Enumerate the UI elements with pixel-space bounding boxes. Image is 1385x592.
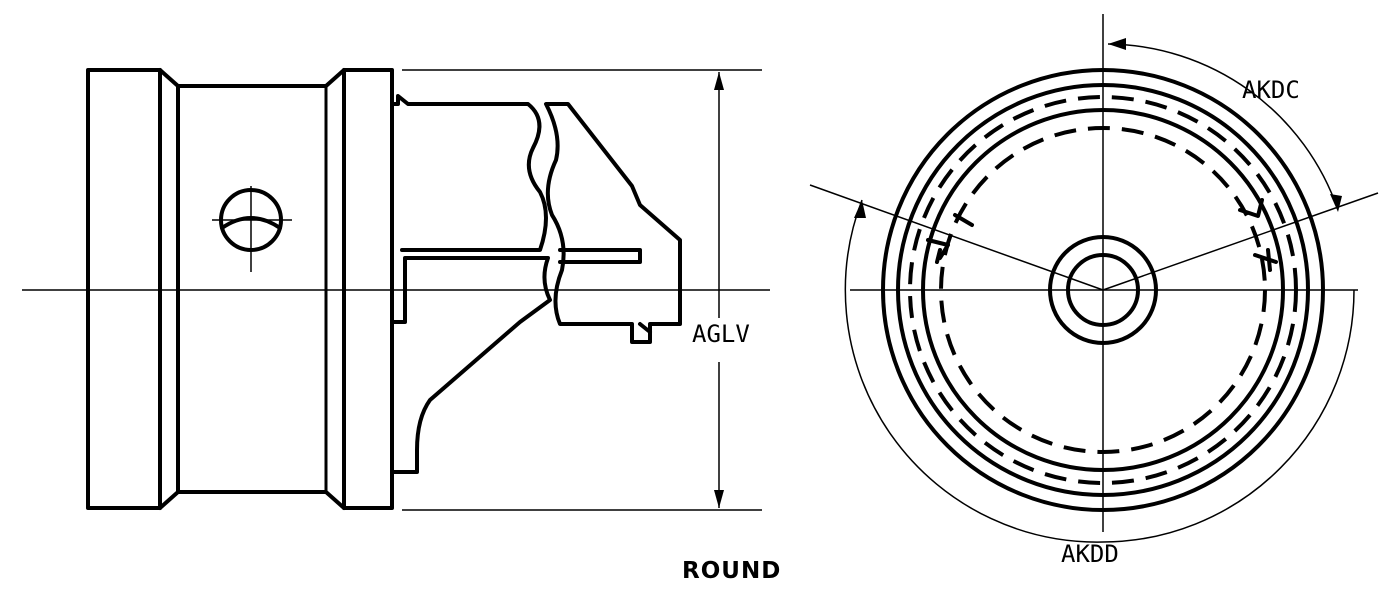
arc-akdc-arrow-left-icon xyxy=(1108,38,1126,50)
dashed-ring-outer xyxy=(908,95,1298,485)
left-flange xyxy=(86,68,162,510)
arc-akdd-arrow-icon xyxy=(854,200,866,218)
arc-akdd xyxy=(844,199,1355,543)
dimension-label-akdc: AKDC xyxy=(1242,76,1300,104)
arc-akdc xyxy=(1107,43,1339,211)
upper-arm xyxy=(390,94,548,252)
side-view: AGLV xyxy=(22,68,770,511)
second-ring xyxy=(896,83,1310,497)
cross-hole xyxy=(212,186,292,272)
arrow-up-icon xyxy=(714,72,724,90)
dashed-ring-inner xyxy=(939,126,1267,454)
right-flange xyxy=(342,68,394,510)
arc-akdc-arrow-right-icon xyxy=(1330,194,1342,212)
broken-piece-notch xyxy=(638,322,652,334)
body-section xyxy=(158,68,346,510)
dimension-label-aglv: AGLV xyxy=(692,320,750,348)
outer-ring xyxy=(881,68,1325,512)
hub-inner xyxy=(1066,253,1140,327)
hub-outer xyxy=(1048,235,1158,345)
lower-arm xyxy=(390,256,552,474)
caption-round: ROUND xyxy=(682,558,781,584)
third-ring xyxy=(921,108,1285,472)
broken-piece xyxy=(544,102,682,344)
arrow-down-icon xyxy=(714,490,724,508)
tab-marks xyxy=(926,198,1278,272)
end-view: AKDC AKDD xyxy=(809,14,1379,568)
angle-line-right xyxy=(1102,192,1379,291)
dimension-label-akdd: AKDD xyxy=(1061,540,1119,568)
angle-line-left xyxy=(809,184,1104,291)
